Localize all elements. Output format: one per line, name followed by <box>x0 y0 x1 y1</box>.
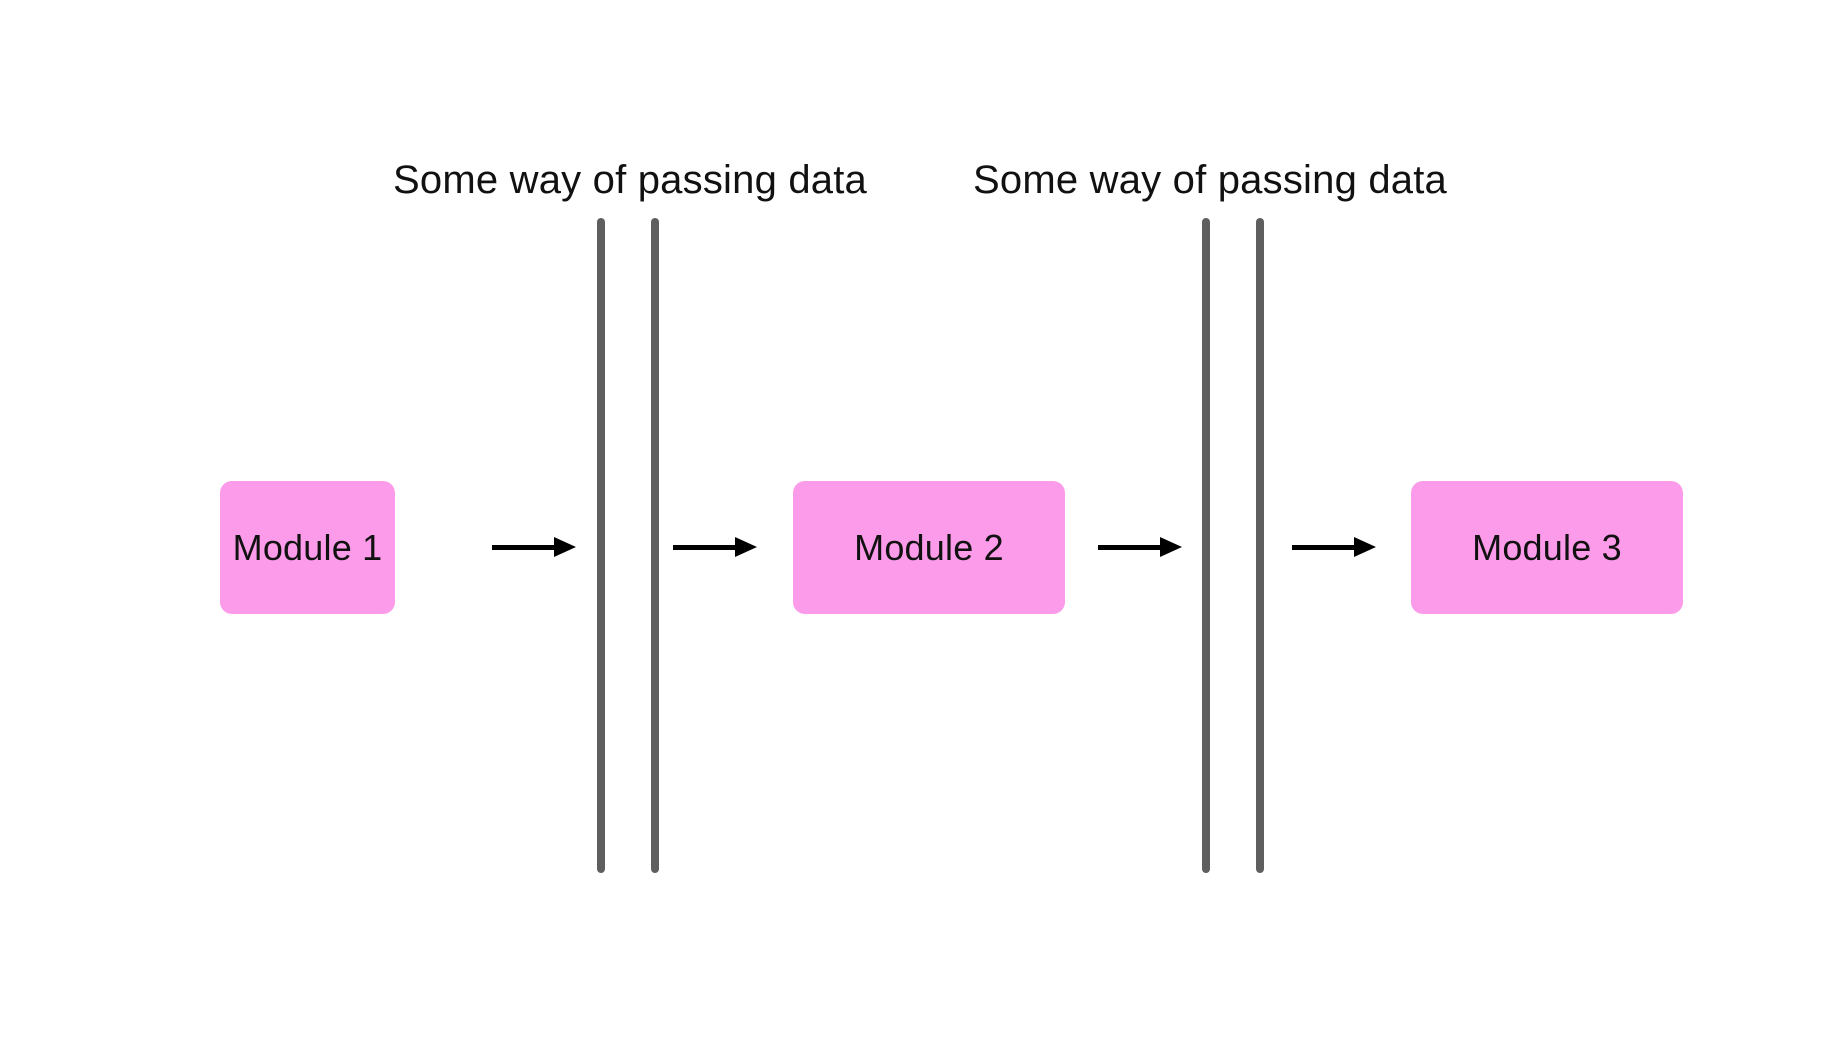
arrow-right-icon-4 <box>1292 537 1376 558</box>
arrow-head-icon <box>1160 537 1182 557</box>
arrow-head-icon <box>554 537 576 557</box>
arrow-shaft <box>673 545 739 550</box>
passing-data-label-2: Some way of passing data <box>973 158 1447 202</box>
arrow-shaft <box>492 545 558 550</box>
divider-bar-right-2 <box>1256 218 1264 873</box>
arrow-right-icon-3 <box>1098 537 1182 558</box>
module-2-box: Module 2 <box>793 481 1065 614</box>
module-1-box: Module 1 <box>220 481 395 614</box>
arrow-right-icon-1 <box>492 537 576 558</box>
arrow-shaft <box>1292 545 1358 550</box>
arrow-head-icon <box>1354 537 1376 557</box>
module-3-box: Module 3 <box>1411 481 1683 614</box>
arrow-shaft <box>1098 545 1164 550</box>
divider-bar-left-1 <box>597 218 605 873</box>
module-2-label: Module 2 <box>854 526 1004 568</box>
module-3-label: Module 3 <box>1472 526 1622 568</box>
module-1-label: Module 1 <box>232 526 383 568</box>
divider-bar-right-1 <box>1202 218 1210 873</box>
arrow-head-icon <box>735 537 757 557</box>
divider-bar-left-2 <box>651 218 659 873</box>
passing-data-label-1: Some way of passing data <box>393 158 867 202</box>
arrow-right-icon-2 <box>673 537 757 558</box>
